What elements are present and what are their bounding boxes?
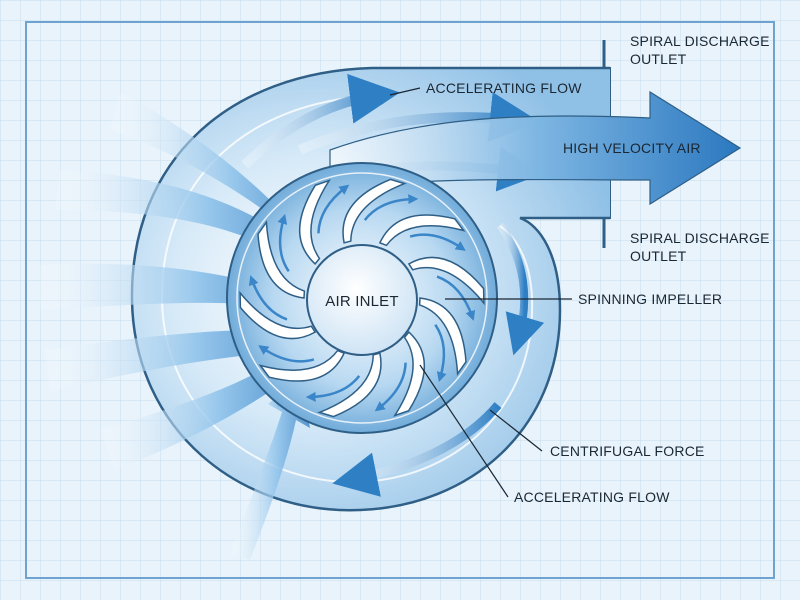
inlet-arrow-6 — [230, 378, 310, 560]
label-accelerating-flow-top: ACCELERATING FLOW — [426, 80, 582, 96]
leader-centrifugal-force — [489, 409, 543, 452]
impeller-flow-arrow — [436, 275, 476, 321]
label-centrifugal-force: CENTRIFUGAL FORCE — [550, 443, 705, 459]
impeller-flow-arrows — [248, 184, 476, 412]
impeller-flow-arrow — [374, 362, 407, 412]
leader-lines — [389, 87, 572, 498]
inlet-arrow-5 — [100, 354, 302, 470]
impeller-blades — [239, 178, 485, 418]
label-accelerating-flow-bottom: ACCELERATING FLOW — [514, 489, 670, 505]
flow-arrow-upper-swirl — [241, 73, 400, 169]
impeller-flow-arrow — [434, 323, 447, 383]
label-air-inlet: AIR INLET — [325, 293, 398, 310]
impeller-blade — [298, 179, 331, 265]
impeller-blade — [258, 349, 346, 382]
inlet-arrow-3 — [40, 263, 305, 322]
flow-arrow-right-down — [496, 222, 545, 356]
impeller-blade — [317, 352, 382, 418]
air-inlet-hub — [306, 244, 418, 356]
label-high-velocity-air: HIGH VELOCITY AIR — [563, 140, 701, 156]
impeller-blade — [407, 256, 485, 306]
impeller-blade — [378, 214, 466, 247]
impeller-blade — [239, 290, 317, 340]
impeller-blade — [418, 297, 467, 376]
impeller-blade — [393, 331, 426, 417]
leader-accelerating-flow-top — [389, 87, 421, 96]
label-spiral-discharge-top-outlet: OUTLET — [630, 51, 687, 67]
impeller-flow-arrow — [317, 184, 350, 234]
impeller-flow-arrow — [248, 275, 288, 321]
impeller-blade — [257, 220, 306, 299]
impeller-flow-arrow — [277, 213, 290, 273]
flow-arrow-upper-inner — [298, 92, 540, 155]
impeller-flow-arrow — [305, 375, 361, 402]
label-spiral-discharge-bottom-outlet: OUTLET — [630, 248, 687, 264]
impeller-flow-arrow — [409, 233, 466, 251]
label-spiral-discharge-top: SPIRAL DISCHARGE — [630, 33, 770, 49]
frame-border — [25, 21, 775, 579]
label-spinning-impeller: SPINNING IMPELLER — [578, 291, 722, 307]
leader-accelerating-flow-bottom — [419, 364, 509, 498]
inlet-arrow-1 — [110, 92, 318, 232]
label-spiral-discharge-bottom: SPIRAL DISCHARGE — [630, 230, 770, 246]
impeller-blade — [342, 178, 407, 244]
inlet-arrow-2 — [55, 170, 312, 262]
impeller-flow-arrow — [363, 194, 419, 221]
impeller-flow-arrow — [258, 345, 315, 363]
flow-arrow-bottom-left — [332, 402, 502, 497]
